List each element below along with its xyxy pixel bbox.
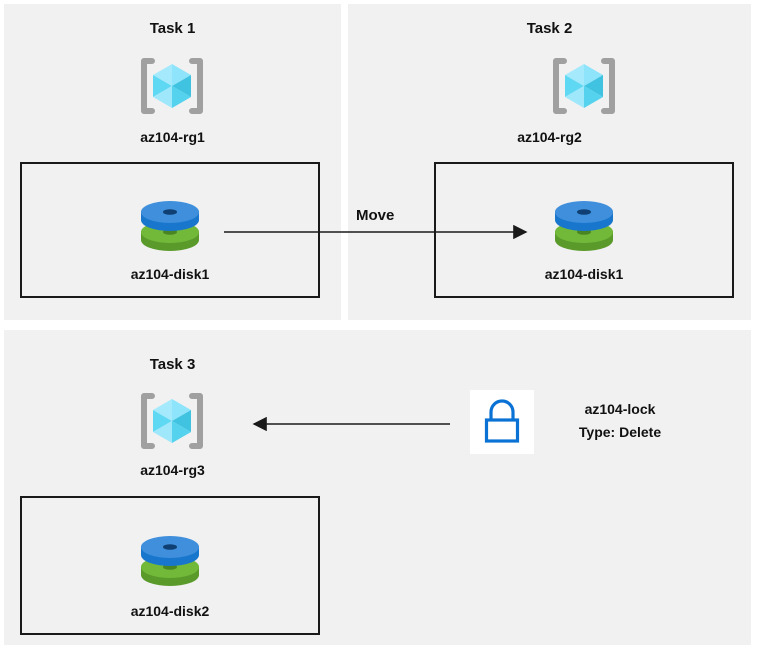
task-2-title: Task 2 xyxy=(526,20,573,37)
task-1-rg-label: az104-rg1 xyxy=(140,129,205,145)
managed-disk-icon xyxy=(138,198,202,256)
resource-group-cube-icon xyxy=(551,55,617,117)
task-3-title: Task 3 xyxy=(149,356,196,373)
padlock-icon xyxy=(482,399,522,445)
task-2-resource-label: az104-disk1 xyxy=(544,266,624,282)
task-1-resource-box xyxy=(20,162,320,298)
lock-arrow xyxy=(252,416,450,432)
task-2-resource-box xyxy=(434,162,734,298)
task-3-resource-label: az104-disk2 xyxy=(130,603,210,619)
move-arrow-label: Move xyxy=(356,207,395,224)
managed-disk-icon xyxy=(138,533,202,591)
task-panel-3 xyxy=(4,330,751,645)
task-1-resource-label: az104-disk1 xyxy=(130,266,210,282)
lock-name-label: az104-lock xyxy=(584,401,656,417)
resource-group-cube-icon xyxy=(139,390,205,452)
task-2-rg-label: az104-rg2 xyxy=(517,129,582,145)
task-1-title: Task 1 xyxy=(149,20,196,37)
lock-tile xyxy=(470,390,534,454)
move-arrow xyxy=(224,224,528,240)
resource-group-cube-icon xyxy=(139,55,205,117)
task-3-resource-box xyxy=(20,496,320,635)
managed-disk-icon xyxy=(552,198,616,256)
lock-type-label: Type: Delete xyxy=(578,424,662,440)
task-3-rg-label: az104-rg3 xyxy=(140,462,205,478)
